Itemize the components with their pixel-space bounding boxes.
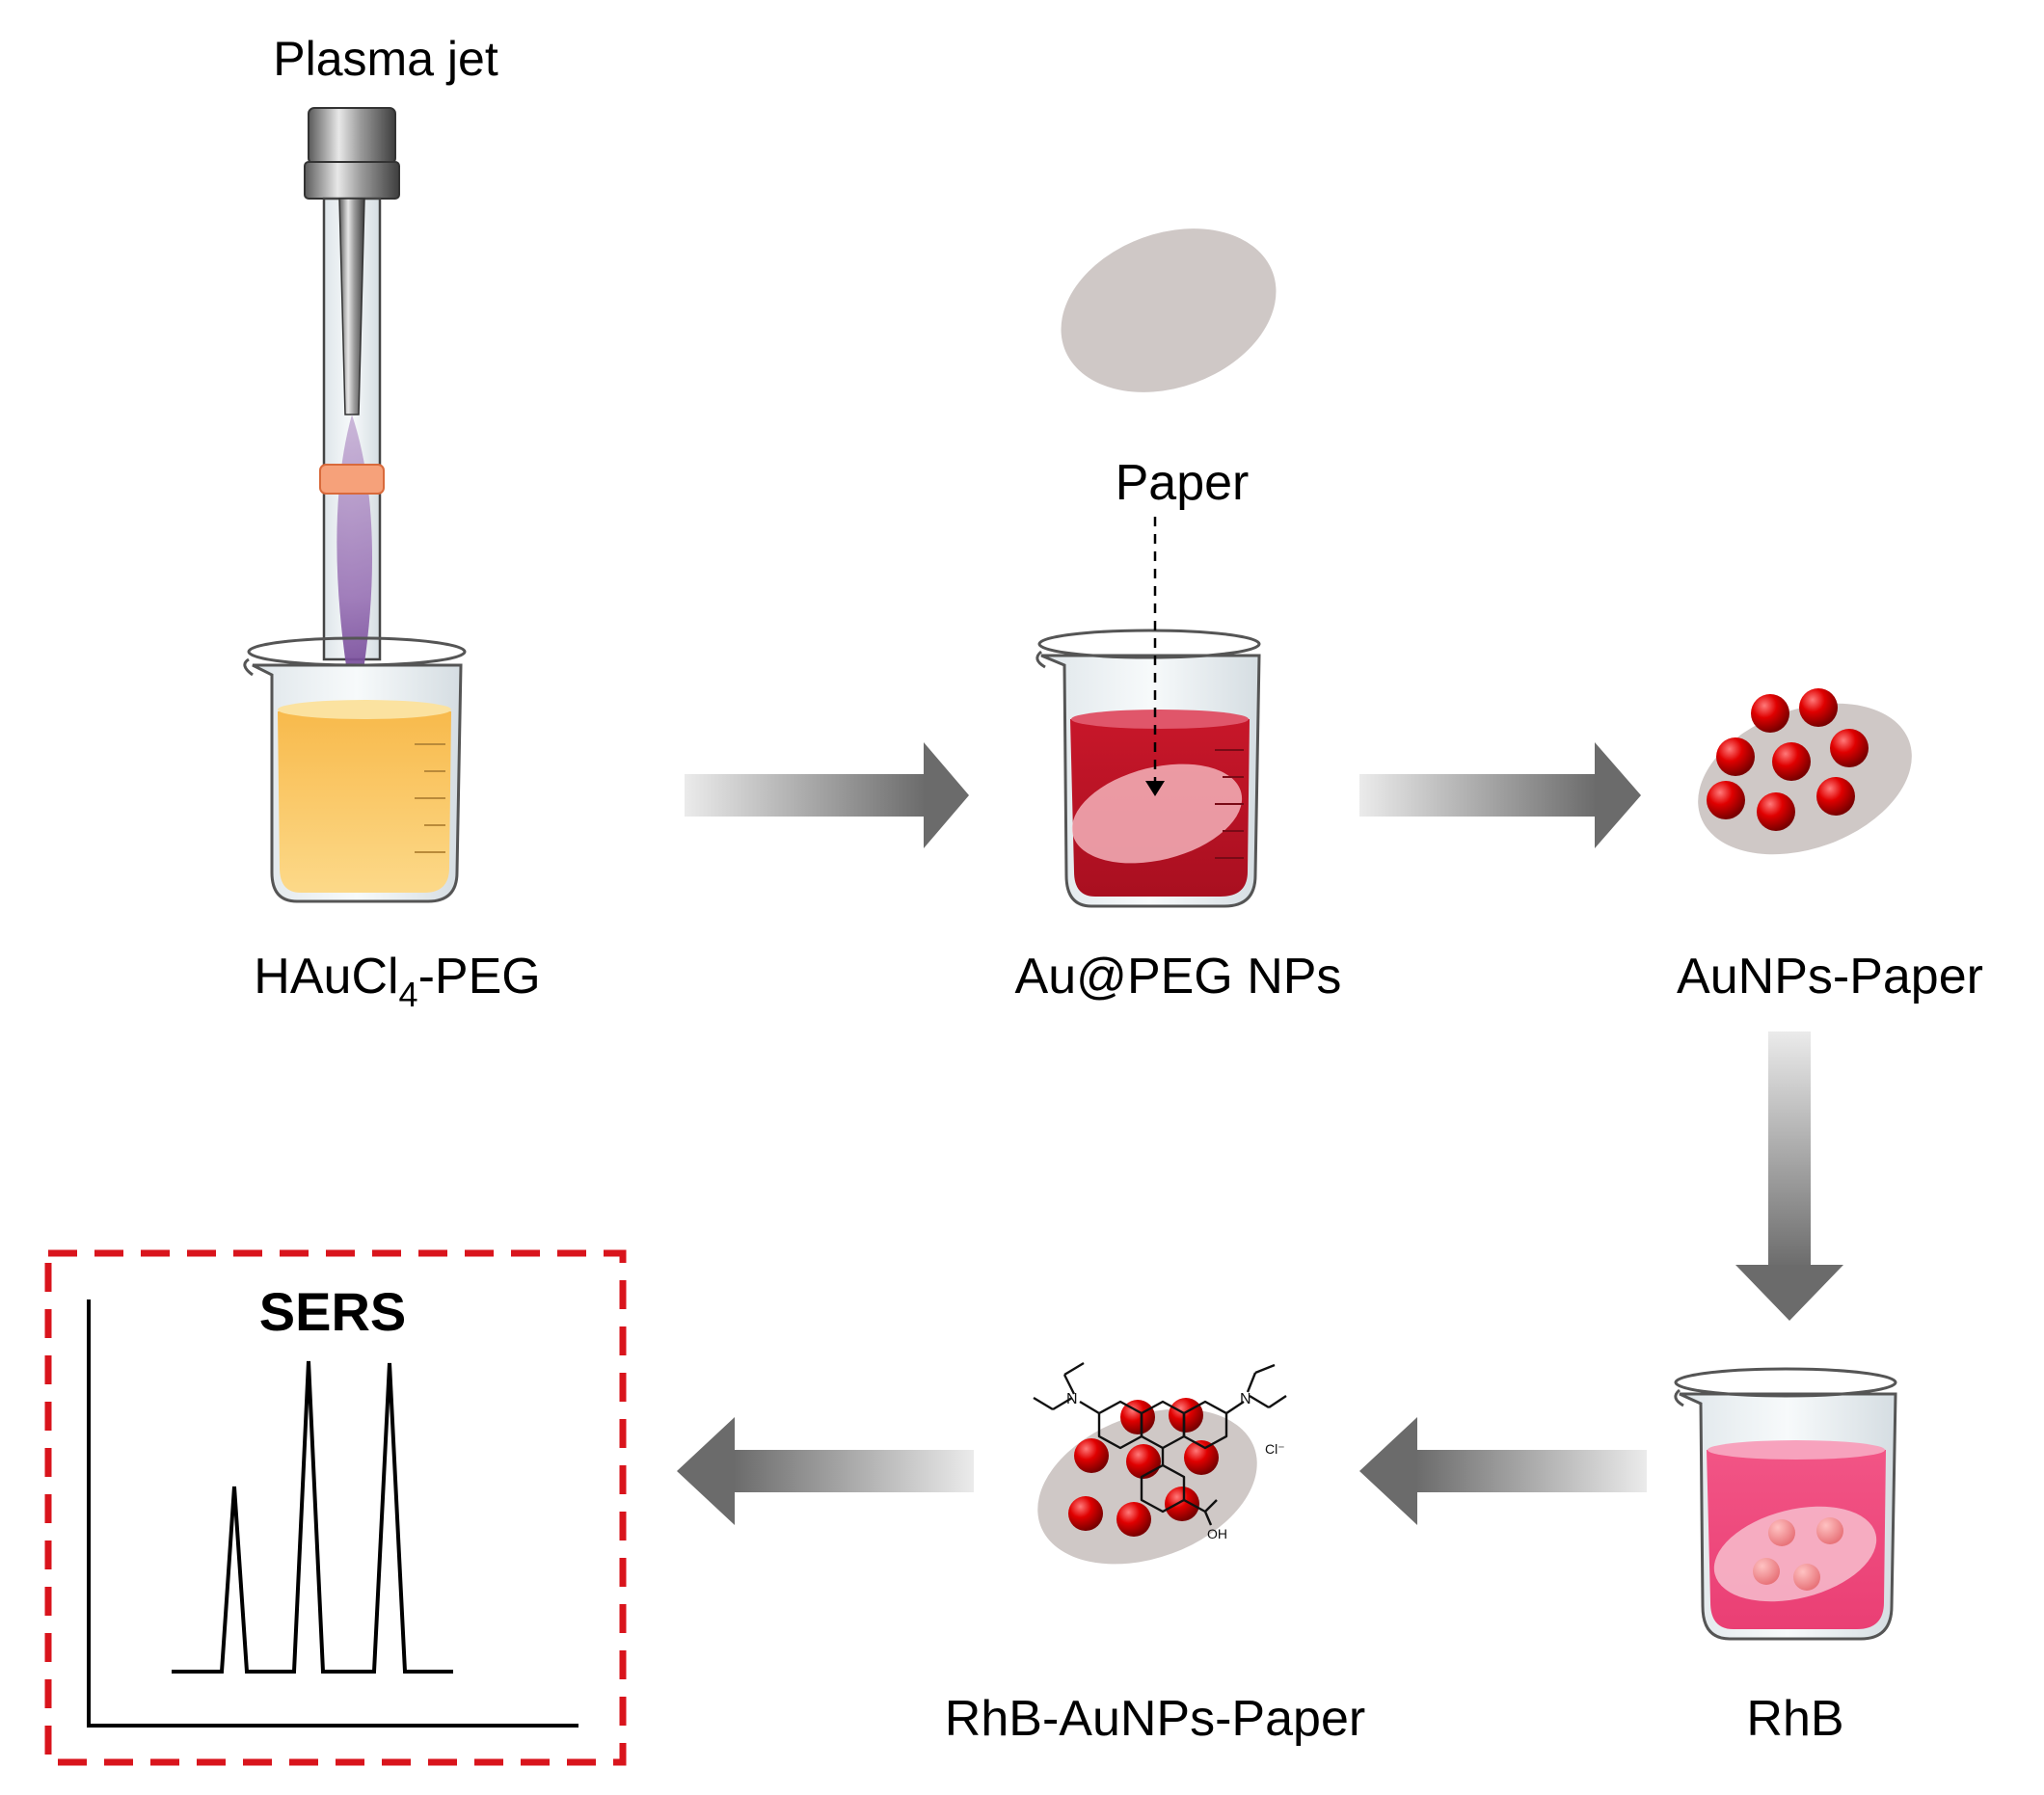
process-arrow-icon [1359,1417,1647,1525]
spectrum-icon [87,1299,578,1728]
nanoparticle-icon [1068,1398,1219,1537]
process-arrow-icon [1735,1031,1843,1321]
nanoparticle-icon [1753,1517,1843,1591]
paper-disk-icon [1061,228,1277,392]
aunps-paper-icon [1698,688,1912,855]
svg-text:N: N [1066,1391,1078,1407]
paper-label: Paper [1116,455,1250,511]
svg-text:N: N [1240,1391,1251,1407]
au-peg-nps-label: Au@PEG NPs [1015,949,1342,1005]
paper-immersion-arrowhead [1145,781,1165,796]
process-arrow-icon [1359,742,1641,848]
beaker-icon [243,636,467,903]
nanoparticle-icon [1707,688,1869,831]
sers-title: SERS [259,1281,407,1342]
rhb-counterion-label: Cl⁻ [1265,1441,1285,1457]
plasma-jet-label: Plasma jet [273,32,498,86]
plasma-jet-device-icon [304,107,400,718]
rhb-oh-label: OH [1207,1526,1227,1541]
beaker-icon [1674,1367,1897,1641]
sers-highlight-frame [44,1249,627,1766]
rhodamine-b-molecule-icon [1033,1361,1287,1526]
process-arrow-icon [677,1417,974,1525]
process-arrow-icon [685,742,969,848]
rhb-label: RhB [1746,1691,1843,1747]
aunps-paper-label: AuNPs-Paper [1677,949,1983,1005]
rhb-aunps-paper-label: RhB-AuNPs-Paper [945,1691,1365,1747]
beaker-icon [1035,629,1261,908]
rhb-aunps-paper-icon: N N Cl⁻ OH [1033,1361,1287,1565]
haucl4-peg-label: HAuCl4-PEG [254,949,540,1014]
